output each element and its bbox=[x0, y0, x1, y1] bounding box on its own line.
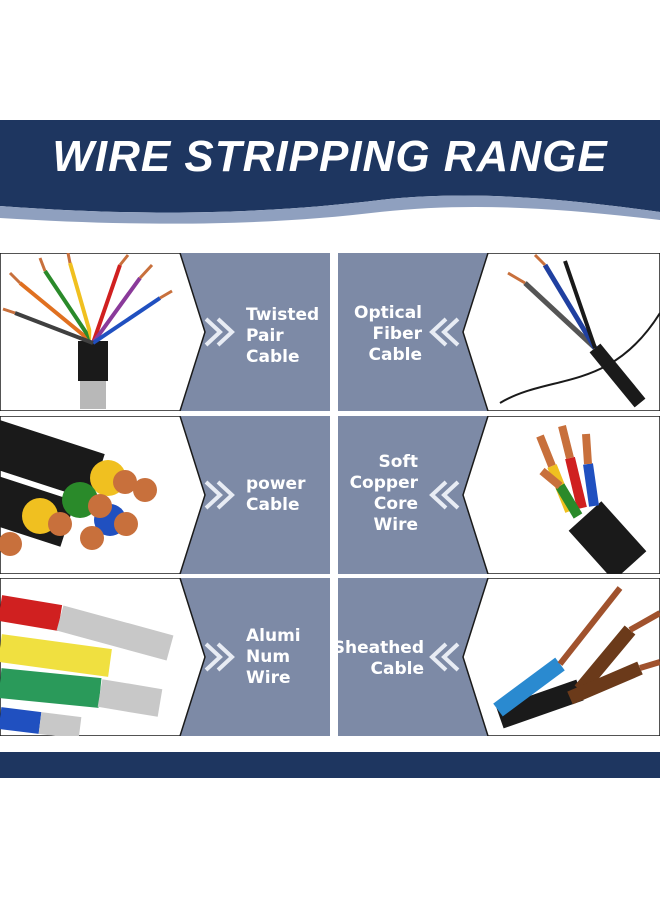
chevron-right-icon bbox=[204, 642, 235, 672]
cable-card-power: power Cable bbox=[0, 416, 330, 574]
cable-card-twisted-pair: Twisted Pair Cable bbox=[0, 253, 330, 411]
chevron-right-icon bbox=[204, 480, 235, 510]
cable-label-soft-copper-core: Soft Copper Core Wire bbox=[349, 452, 418, 535]
cable-label-optical-fiber: Optical Fiber Cable bbox=[354, 303, 422, 365]
cable-card-soft-copper-core: Soft Copper Core Wire bbox=[330, 416, 660, 574]
page-title: WIRE STRIPPING RANGE bbox=[52, 132, 608, 181]
twisted-pair-cable-image bbox=[2, 253, 173, 409]
title-banner bbox=[0, 120, 660, 235]
power-cable-image bbox=[0, 420, 157, 556]
cable-card-aluminum: Alumi Num Wire bbox=[0, 578, 330, 736]
chevron-left-icon bbox=[429, 642, 460, 672]
cable-label-power: power Cable bbox=[246, 474, 306, 515]
sheathed-cable-image bbox=[493, 586, 660, 729]
cable-card-optical-fiber: Optical Fiber Cable bbox=[330, 253, 660, 411]
chevron-left-icon bbox=[429, 480, 460, 510]
aluminum-wire-image bbox=[0, 595, 174, 736]
optical-fiber-cable-image bbox=[499, 253, 660, 408]
cable-label-aluminum: Alumi Num Wire bbox=[246, 626, 301, 688]
chevron-left-icon bbox=[429, 317, 460, 347]
chevron-right-icon bbox=[204, 317, 235, 347]
cable-card-sheathed: Sheathed Cable bbox=[330, 578, 660, 736]
cable-label-twisted-pair: Twisted Pair Cable bbox=[246, 305, 320, 367]
soft-copper-core-wire-image bbox=[536, 425, 647, 574]
cable-label-sheathed: Sheathed Cable bbox=[332, 638, 424, 679]
banner-wave-shape bbox=[0, 120, 660, 224]
footer-bar bbox=[0, 752, 660, 778]
